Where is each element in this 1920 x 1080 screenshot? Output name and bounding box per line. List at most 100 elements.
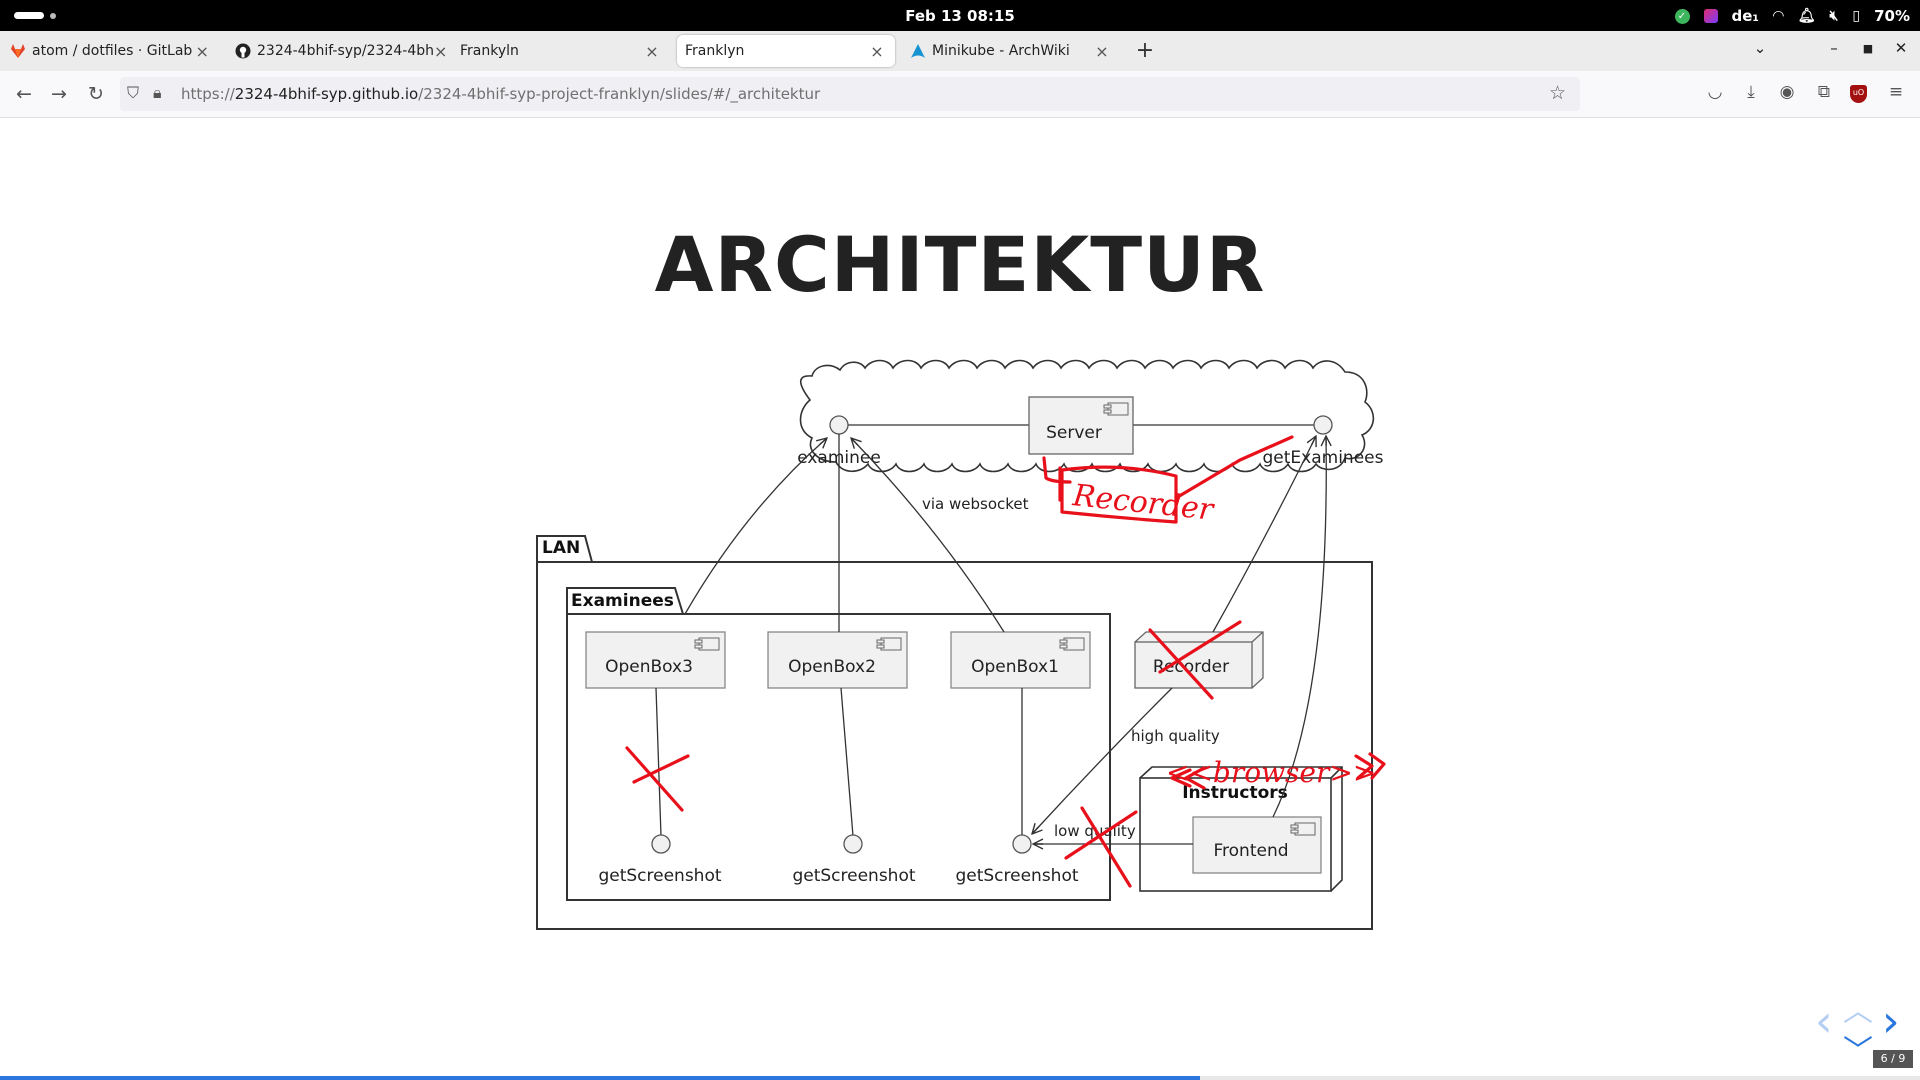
back-arrow-icon[interactable]: ← [16,83,32,105]
minimize-window-icon[interactable]: – [1830,39,1838,57]
list-all-tabs-icon[interactable]: ⌄ [1753,39,1767,57]
strike-mark [1158,620,1242,674]
wifi-icon: ◠ [1772,8,1784,24]
address-bar[interactable]: ⛉ 🔒︎ https://2324-4bhif-syp.github.io/23… [120,77,1580,111]
lock-icon[interactable]: 🔒︎ [153,83,162,102]
openbox2-label: OpenBox2 [788,657,876,677]
close-tab-icon[interactable]: × [195,41,209,61]
openbox3-label: OpenBox3 [605,657,693,677]
app-indicator-icon [1703,9,1718,23]
tab-franklyn-active[interactable]: Franklyn × [677,35,895,67]
slide-up-chevron-icon[interactable]: ︿ [1843,994,1873,1029]
tab-gitlab[interactable]: atom / dotfiles · GitLab × [2,35,220,67]
get-screenshot-interface-3 [651,834,671,854]
tab-label: Minikube - ArchWiki [932,43,1070,59]
handwritten-browser-text: <<browser>> [1166,756,1376,789]
frontend-label: Frontend [1213,841,1288,861]
account-icon[interactable]: ◉ [1779,82,1795,102]
examinees-label: Examinees [571,591,674,611]
workspace-dot [50,13,56,19]
menu-hamburger-icon[interactable]: ≡ [1888,82,1904,102]
github-icon [235,43,251,59]
close-tab-icon[interactable]: × [433,41,448,61]
slide-right-chevron-icon[interactable]: › [1882,996,1900,1047]
strike-mark [1148,628,1214,700]
forward-arrow-icon[interactable]: → [51,83,67,105]
url-host: 2324-4bhif-syp.github.io [234,85,419,103]
get-screenshot-interface-1 [1012,834,1032,854]
close-tab-icon[interactable]: × [870,41,884,61]
get-examinees-label: getExaminees [1263,448,1384,468]
volume-muted-icon: 🔇︎ [1829,8,1839,24]
url-text[interactable]: https://2324-4bhif-syp.github.io/2324-4b… [181,85,820,103]
tab-archwiki[interactable]: Minikube - ArchWiki × [902,35,1120,67]
lan-package [536,561,1373,930]
activities-indicator[interactable] [14,12,44,19]
slide-down-chevron-icon[interactable]: ﹀ [1843,1034,1873,1069]
system-clock[interactable]: Feb 13 08:15 [905,7,1015,25]
strike-mark [1080,806,1132,888]
recorder-label: Recorder [1153,657,1229,677]
handwriting-stroke [1174,435,1294,500]
get-screenshot-label-2: getScreenshot [792,866,915,886]
strike-mark [1064,810,1138,860]
download-icon[interactable]: ⤓ [1747,82,1755,102]
handwriting-stroke [1354,752,1386,780]
tab-label: Franklyn [685,43,745,59]
tab-label: 2324-4bhif-syp/2324-4bh [257,43,434,59]
openbox3-component: OpenBox3 [585,631,726,689]
extensions-icon[interactable]: ⧉ [1817,82,1831,102]
reload-icon[interactable]: ↻ [88,83,104,105]
maximize-window-icon[interactable]: ■ [1862,42,1874,55]
handwriting-stroke [1042,456,1072,502]
handwriting-stroke [1170,766,1206,790]
handwritten-recorder-box [1060,465,1178,524]
notification-bell-icon: 🔔︎ [1797,8,1816,24]
battery-percent: 70% [1874,7,1910,25]
slide-progress-bar [0,1076,1920,1080]
close-window-icon[interactable]: ✕ [1894,39,1908,57]
url-path: /2324-4bhif-syp-project-franklyn/slides/… [418,85,821,103]
system-tray[interactable]: ✓ de₁ ◠ 🔔︎ 🔇︎ ▯ 70% [1674,5,1910,27]
openbox2-component: OpenBox2 [767,631,908,689]
lan-label: LAN [542,538,580,558]
tab-label: Frankyln [460,43,519,59]
browser-tab-strip: atom / dotfiles · GitLab × 2324-4bhif-sy… [0,31,1920,71]
tab-label: atom / dotfiles · GitLab [32,43,193,59]
strike-mark [632,754,690,784]
archwiki-icon [910,43,926,59]
bookmark-star-icon[interactable]: ☆ [1548,82,1566,104]
component-icon [1103,402,1129,416]
recorder-node: Recorder [1134,631,1264,689]
get-screenshot-label-1: getScreenshot [955,866,1078,886]
url-scheme: https:// [181,85,235,103]
frontend-component: Frontend [1192,816,1322,874]
get-examinees-interface [1313,415,1333,435]
instructors-label: Instructors [1182,783,1288,803]
close-tab-icon[interactable]: × [645,41,659,61]
battery-icon: ▯ [1852,8,1861,24]
slide-left-chevron-icon[interactable]: ‹ [1815,996,1833,1047]
slide-number: 6 / 9 [1873,1050,1913,1068]
tab-github[interactable]: 2324-4bhif-syp/2324-4bh × [227,35,448,67]
new-tab-button[interactable]: + [1135,38,1155,63]
tab-frankyln[interactable]: Frankyln × [452,35,670,67]
close-tab-icon[interactable]: × [1095,41,1109,61]
gitlab-icon [10,43,26,59]
strike-mark [625,746,684,812]
pocket-icon[interactable]: ◡ [1707,82,1723,102]
examinee-interface [829,415,849,435]
server-label: Server [1046,423,1102,443]
system-top-bar: Feb 13 08:15 ✓ de₁ ◠ 🔔︎ 🔇︎ ▯ 70% [0,0,1920,31]
get-screenshot-interface-2 [843,834,863,854]
tracking-shield-icon[interactable]: ⛉ [127,83,140,102]
slide-progress-fill [0,1076,1200,1080]
browser-nav-bar: ← → ↻ ⛉ 🔒︎ https://2324-4bhif-syp.github… [0,71,1920,118]
high-quality-label: high quality [1131,727,1220,745]
keyboard-layout[interactable]: de₁ [1731,7,1759,25]
slide-title: ARCHITEKTUR [654,220,1266,309]
via-websocket-label: via websocket [922,495,1029,513]
check-icon: ✓ [1674,8,1690,24]
ublock-extension-icon[interactable]: uO [1850,85,1867,103]
